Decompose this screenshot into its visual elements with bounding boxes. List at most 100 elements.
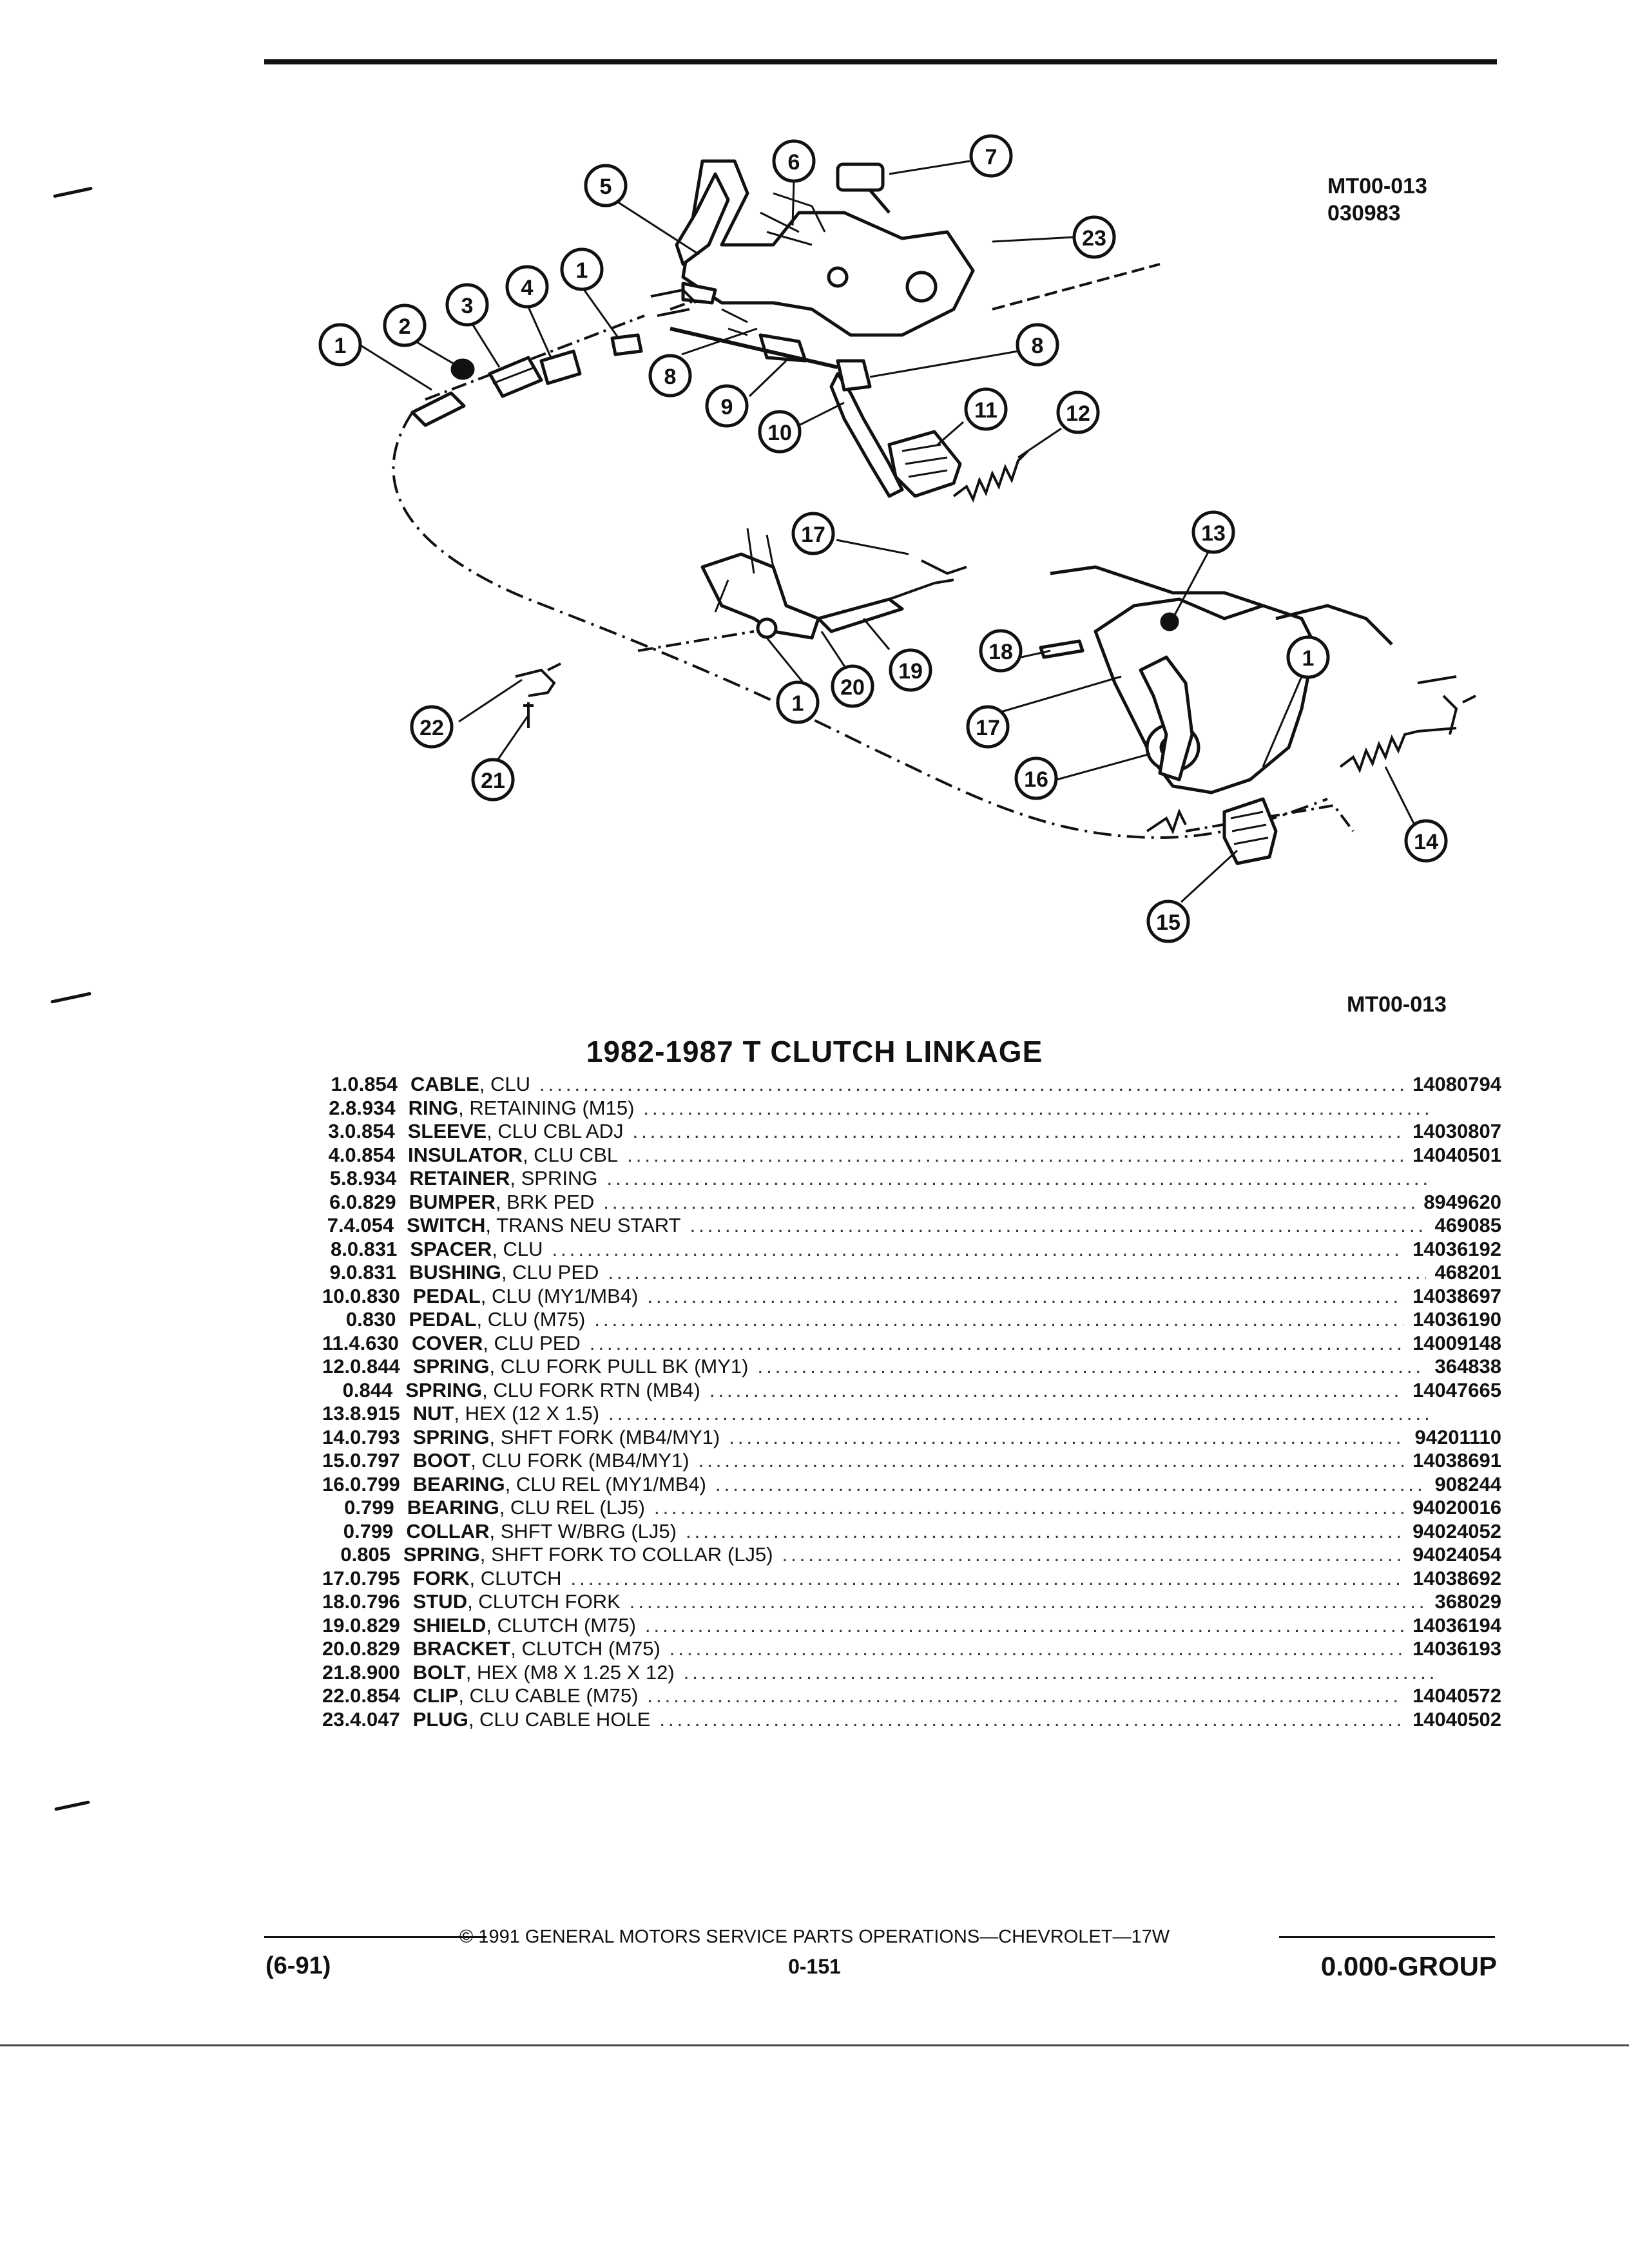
group-code: 0.799 [344, 1496, 394, 1519]
part-name: PEDAL [409, 1308, 477, 1331]
item-number: 18. [322, 1590, 351, 1613]
group-code: 0.830 [345, 1308, 396, 1331]
part-name: CABLE [410, 1073, 479, 1095]
part-qualifier: , SHFT FORK (MB4/MY1) [489, 1425, 720, 1448]
part-qualifier: , CLU PED [483, 1331, 581, 1354]
group-code: 0.831 [346, 1261, 396, 1283]
item-number: 11. [322, 1331, 349, 1354]
item-number: 10. [322, 1284, 351, 1307]
group-code: 0.844 [342, 1378, 393, 1401]
part-name: RETAINER [409, 1167, 510, 1189]
bellhousing [1094, 597, 1316, 794]
part-description: NUT, HEX (12 X 1.5) [413, 1402, 599, 1425]
dot-leader: ........................................… [669, 1637, 1403, 1660]
item-number: 6. [329, 1190, 346, 1213]
part-name: PLUG [412, 1707, 468, 1731]
callout-7: 7 [985, 145, 998, 169]
group-code: 8.934 [346, 1167, 397, 1189]
part-number: 468201 [1434, 1261, 1501, 1283]
pedal-pad-cover [887, 430, 962, 498]
part-name: COLLAR [406, 1519, 490, 1542]
adjust-sleeve [488, 356, 543, 398]
cable-pin [610, 333, 643, 356]
callout-8: 8 [664, 365, 677, 389]
part-number: 14036193 [1412, 1637, 1501, 1660]
part-qualifier: , CLU CBL [522, 1143, 619, 1166]
dot-leader: ........................................… [647, 1684, 1404, 1707]
section-title: 1982-1987 T CLUTCH LINKAGE [586, 1035, 1043, 1068]
dot-leader: ........................................… [539, 1073, 1404, 1095]
group-code: 0.844 [350, 1355, 400, 1378]
item-number: 16. [322, 1472, 351, 1495]
part-name: SPRING [405, 1378, 483, 1401]
part-number: 94024054 [1412, 1543, 1501, 1566]
fork-boot [1222, 797, 1278, 865]
dot-leader: ........................................… [589, 1331, 1404, 1354]
callout-22: 22 [419, 716, 444, 740]
dot-leader: ........................................… [685, 1519, 1403, 1542]
return-spring [952, 450, 1029, 503]
part-number: 14080794 [1412, 1073, 1501, 1095]
figure-code: MT00-013 [1327, 174, 1427, 198]
dot-leader: ........................................… [647, 1284, 1404, 1307]
part-number: 368029 [1434, 1590, 1501, 1613]
group-code: 8.900 [350, 1660, 400, 1684]
dot-leader: ........................................… [709, 1378, 1403, 1401]
dot-leader: ........................................… [698, 1449, 1404, 1472]
callout-14: 14 [1414, 830, 1438, 854]
part-name: BOOT [412, 1449, 471, 1472]
group-code: 0.829 [350, 1613, 400, 1637]
part-name: CLIP [412, 1684, 459, 1707]
part-description: SPRING, SHFT FORK (MB4/MY1) [413, 1426, 720, 1449]
group-code: 0.799 [343, 1519, 394, 1542]
group-code: 0.831 [347, 1237, 398, 1260]
part-number: 14040501 [1412, 1143, 1501, 1166]
part-qualifier: , CLUTCH FORK [467, 1590, 621, 1613]
part-qualifier: , CLU CBL ADJ [487, 1120, 624, 1142]
group-code: 4.047 [350, 1707, 400, 1731]
part-number: 14038691 [1412, 1449, 1501, 1472]
group-number: 0.000-GROUP [1320, 1951, 1497, 1981]
binding-mark [54, 1800, 90, 1811]
part-description: SPRING, CLU FORK RTN (MB4) [405, 1379, 700, 1402]
part-number: 14030807 [1412, 1120, 1501, 1142]
callout-1: 1 [334, 334, 347, 358]
item-number: 14. [322, 1425, 351, 1448]
part-description: PEDAL, CLU (M75) [409, 1308, 585, 1331]
part-name: SPRING [403, 1543, 480, 1566]
part-name: SLEEVE [407, 1120, 487, 1142]
group-code: 0.799 [350, 1472, 400, 1495]
figure-code-bottom: MT00-013 [1347, 992, 1447, 1017]
callout-10: 10 [767, 421, 792, 445]
cable-end [410, 391, 466, 427]
part-description: PLUG, CLU CABLE HOLE [413, 1708, 651, 1731]
page-number: 0-151 [788, 1955, 841, 1978]
group-code: 0.854 [345, 1120, 395, 1142]
part-description: SPRING, CLU FORK PULL BK (MY1) [413, 1355, 749, 1378]
item-number: 15. [322, 1449, 351, 1472]
clutch-linkage-diagram: 1 2 3 4 1 5 6 7 23 8 8 9 10 11 12 17 13 … [318, 134, 1476, 943]
callout-19: 19 [898, 659, 923, 684]
part-qualifier: , HEX (12 X 1.5) [454, 1402, 600, 1425]
part-description: COLLAR, SHFT W/BRG (LJ5) [406, 1520, 677, 1543]
part-qualifier: , RETAINING (M15) [458, 1096, 635, 1119]
part-number: 14040502 [1412, 1707, 1501, 1731]
part-row: 0.844 SPRING, CLU FORK RTN (MB4).........… [322, 1379, 1501, 1403]
part-qualifier: , CLU FORK PULL BK (MY1) [489, 1355, 749, 1378]
part-qualifier: , CLUTCH (M75) [510, 1637, 660, 1660]
group-code: 0.854 [345, 1143, 395, 1166]
dot-leader: ........................................… [627, 1143, 1403, 1166]
clutch-shield [816, 597, 904, 633]
part-qualifier: , SHFT W/BRG (LJ5) [489, 1519, 677, 1542]
dot-leader: ........................................… [643, 1096, 1434, 1119]
